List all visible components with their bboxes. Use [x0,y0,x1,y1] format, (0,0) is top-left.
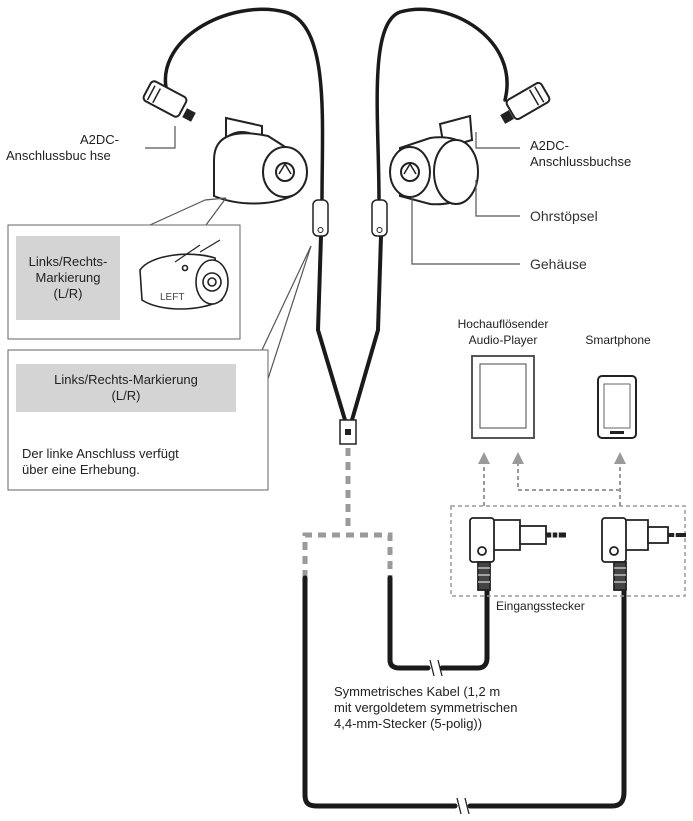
lr-marking-upper-3: (L/R) [53,286,83,301]
lr-marking-lower-2: (L/R) [111,388,141,403]
callout-lr-marking-closeup: LEFT [7,224,241,340]
connection-arrows [483,462,621,506]
left-mmcx-connector [142,80,196,122]
input-plug-label: Eingangsstecker [496,599,585,613]
cable-label-1: Symmetrisches Kabel (1,2 m [334,684,501,699]
left-earpiece [213,116,308,205]
cable-slider-left [312,199,329,237]
cable-slider-right [371,199,388,237]
player-label-2: Audio-Player [468,333,538,347]
lr-marking-lower-1: Links/Rechts-Markierung [54,372,198,387]
lr-marking-upper-2: Markierung [35,270,101,285]
earphone-cable [163,7,509,422]
balanced-cable [302,575,627,809]
right-earpiece [389,114,479,206]
callout-left-note [7,349,269,491]
smartphone-icon [597,375,637,439]
cable-break-marks [429,659,470,815]
smartphone-label: Smartphone [585,333,651,347]
right-mmcx-connector [500,81,551,124]
plug-group-box [450,505,686,597]
lr-marking-upper-1: Links/Rechts- [28,254,108,269]
cable-label-2: mit vergoldetem symmetrischen [334,700,518,715]
plug-3-5mm [601,517,686,591]
right-connector-label-2: Anschlussbuchse [530,154,632,169]
left-connector-label-1: A2DC- [80,132,120,147]
arrow-heads [478,452,626,464]
svg-text:LEFT: LEFT [160,292,184,303]
left-note-1: Der linke Anschluss verfügt [22,446,179,461]
player-label-1: Hochauflösender [457,317,549,331]
detachable-cable-indicator [302,448,393,620]
eartip-label: Ohrstöpsel [530,208,598,224]
left-note-2: über eine Erhebung. [22,462,140,477]
left-connector-label-2: Anschlussbuc hse [6,148,111,163]
cable-label-3: 4,4-mm-Stecker (5-polig)) [334,716,483,731]
plug-4-4mm [469,517,566,591]
right-connector-label-1: A2DC- [530,138,570,153]
housing-label: Gehäuse [530,256,587,272]
y-splitter [339,419,357,445]
audio-player-icon [471,355,535,439]
